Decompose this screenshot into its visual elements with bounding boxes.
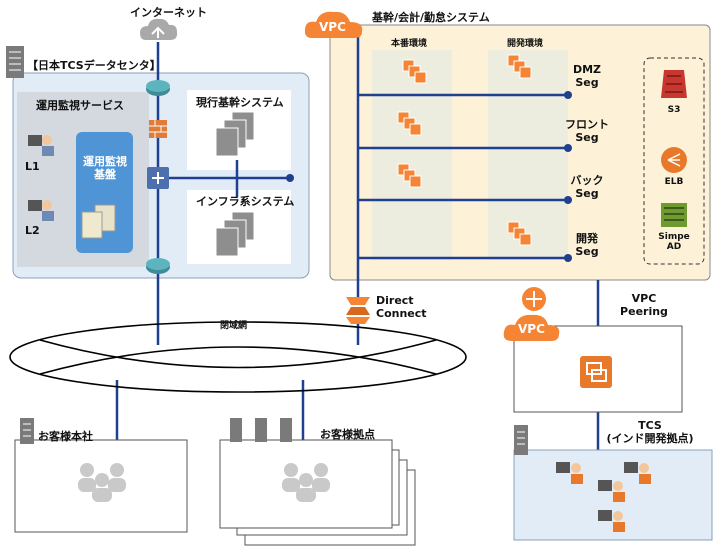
operator-icon xyxy=(28,135,54,221)
l2-label: L2 xyxy=(25,224,40,237)
env-dev-column xyxy=(488,50,568,260)
elb-icon xyxy=(661,147,687,173)
switch-icon xyxy=(147,167,169,189)
customer-hq-label: お客様本社 xyxy=(38,430,93,443)
people-group-icon xyxy=(78,463,330,502)
simple-ad-label: Simpe AD xyxy=(658,232,690,252)
vpc-main-title: 基幹/会計/勤怠システム xyxy=(372,11,490,24)
services-box xyxy=(643,57,705,265)
vpc-main-badge: VPC xyxy=(319,20,346,34)
env-prod-label: 本番環境 xyxy=(391,39,428,49)
ops-server-icon xyxy=(81,204,116,239)
s3-icon xyxy=(661,70,687,98)
ops-title: 運用監視サービス xyxy=(36,99,124,112)
current-system-label: 現行基幹システム xyxy=(196,96,284,109)
tcs-operator-icon xyxy=(556,462,651,532)
tcs-india-label: TCS(インド開発拠点) xyxy=(606,419,694,445)
env-prod-column xyxy=(372,50,452,260)
datacenter-label: 【日本TCSデータセンタ】 xyxy=(27,59,161,72)
router-icon xyxy=(146,80,170,274)
peer-vpc-badge: VPC xyxy=(518,322,545,336)
wan-ellipse xyxy=(9,321,467,393)
l1-label: L1 xyxy=(25,160,40,173)
s3-label: S3 xyxy=(667,105,681,115)
peering-icon xyxy=(522,287,546,311)
simple-ad-icon xyxy=(661,203,687,227)
vpc-cloud-icon xyxy=(304,11,560,341)
infra-system-label: インフラ系システム xyxy=(196,195,295,208)
internet-label: インターネット xyxy=(130,6,207,19)
vpc-peering-label: VPC Peering xyxy=(620,292,668,318)
ops-base-label: 運用監視 基盤 xyxy=(83,155,127,181)
instance-icon xyxy=(397,54,532,246)
customer-sites-label: お客様拠点 xyxy=(320,428,375,441)
workspaces-icon xyxy=(580,356,612,388)
env-dev-label: 開発環境 xyxy=(507,39,544,49)
firewall-icon xyxy=(149,120,167,138)
server-stack-icon xyxy=(215,111,255,257)
internet-cloud-icon xyxy=(140,18,178,40)
wan-label: 閉域網 xyxy=(220,321,248,331)
elb-label: ELB xyxy=(664,177,684,187)
direct-connect-icon xyxy=(346,297,370,324)
